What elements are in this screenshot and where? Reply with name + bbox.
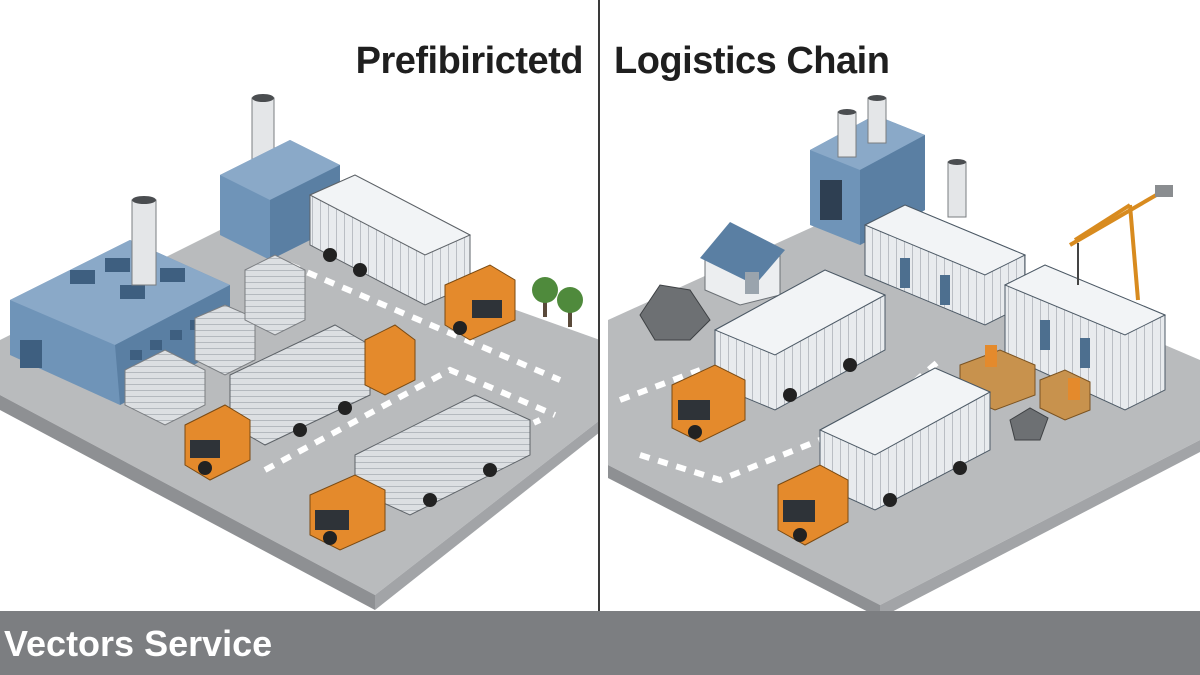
truck-top-left (308, 174, 516, 341)
rocks (639, 284, 1049, 441)
crane (1068, 188, 1167, 301)
footer-text: Vectors Service (4, 623, 273, 664)
panel-stacks (124, 254, 306, 426)
truck-bottom-left (309, 394, 531, 551)
truck-middle-left (184, 324, 416, 481)
truck-middle-right (671, 269, 887, 443)
crane-counterweight (1155, 185, 1173, 197)
footer-bar: Vectors Service (0, 611, 1200, 675)
truck-bottom-right (777, 367, 992, 546)
title-left: Prefibirictetd (355, 40, 584, 82)
trees (532, 277, 583, 327)
title-right: Logistics Chain (614, 40, 890, 82)
house (700, 222, 785, 306)
